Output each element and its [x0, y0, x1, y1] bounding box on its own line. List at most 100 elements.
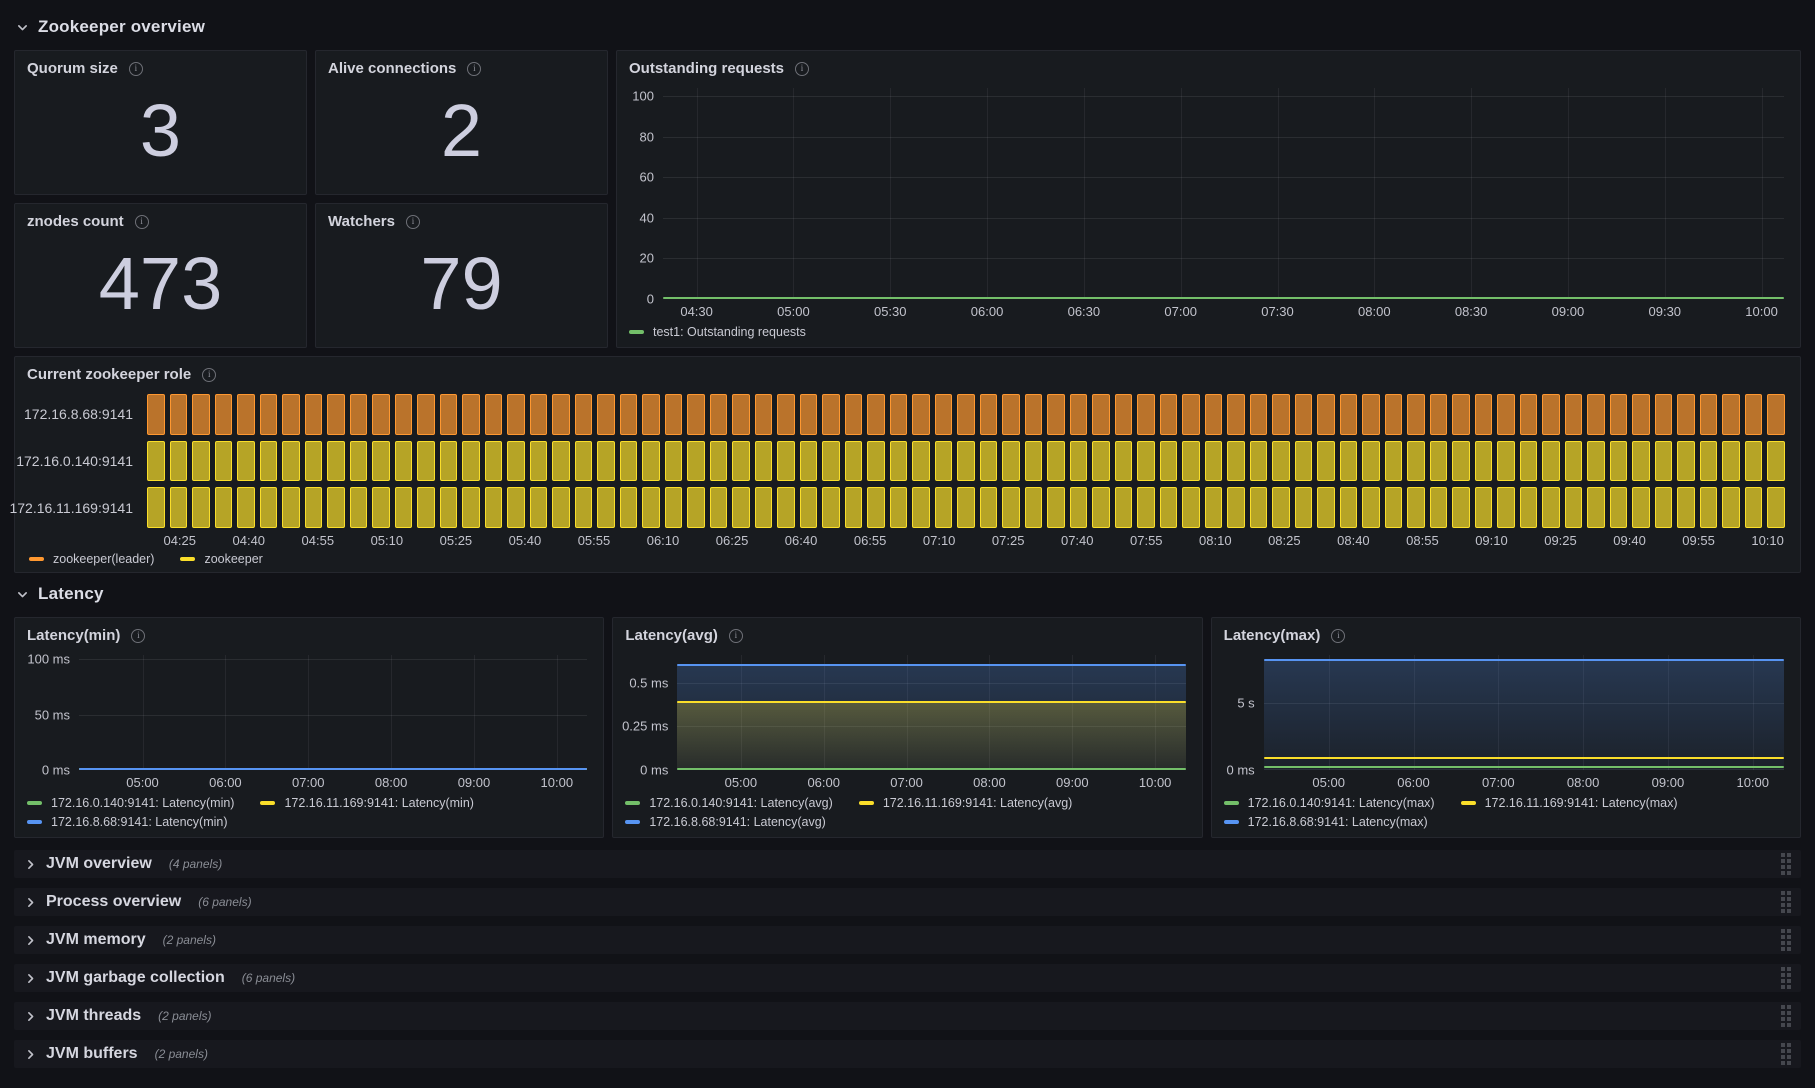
status-cell — [214, 440, 232, 482]
status-cell — [169, 440, 187, 482]
status-cell — [1677, 394, 1695, 435]
legend-item[interactable]: 172.16.11.169:9141: Latency(min) — [260, 796, 474, 810]
collapsed-section-row[interactable]: JVM threads (2 panels) — [14, 1002, 1801, 1030]
status-cells[interactable] — [147, 440, 1785, 482]
status-cell — [484, 487, 502, 529]
panel-title: Current zookeeper role — [27, 366, 192, 383]
panel-header[interactable]: Alive connections — [316, 51, 607, 80]
panel-header[interactable]: Quorum size — [15, 51, 306, 80]
plot-area[interactable] — [677, 655, 1186, 770]
status-cell — [327, 440, 345, 482]
panel-header[interactable]: znodes count — [15, 204, 306, 233]
info-icon[interactable] — [795, 61, 810, 76]
legend-item[interactable]: 172.16.11.169:9141: Latency(avg) — [858, 796, 1072, 810]
legend-item[interactable]: 172.16.8.68:9141: Latency(min) — [27, 815, 228, 829]
legend-item[interactable]: 172.16.0.140:9141: Latency(min) — [27, 796, 234, 810]
info-icon[interactable] — [1331, 628, 1346, 643]
status-cell — [597, 440, 615, 482]
collapsed-section-row[interactable]: JVM overview (4 panels) — [14, 850, 1801, 878]
grid-line-vertical — [142, 655, 144, 770]
status-cell — [777, 394, 795, 435]
plot-area[interactable] — [663, 88, 1784, 299]
legend-label: test1: Outstanding requests — [653, 325, 806, 339]
status-cell — [349, 394, 367, 435]
info-icon[interactable] — [467, 61, 482, 76]
x-tick-label: 08:10 — [1199, 533, 1232, 548]
panel-title: Watchers — [328, 213, 395, 230]
panel-header[interactable]: Watchers — [316, 204, 607, 233]
status-cell — [1654, 394, 1672, 435]
status-cell — [1542, 487, 1560, 529]
legend-item[interactable]: zookeeper(leader) — [29, 552, 154, 566]
status-cell — [1587, 487, 1605, 529]
y-tick-label: 0 ms — [640, 762, 669, 778]
section-header-latency[interactable]: Latency — [16, 581, 1801, 607]
grid-line-vertical — [225, 655, 227, 770]
grid-line-vertical — [1328, 655, 1330, 770]
legend-item[interactable]: test1: Outstanding requests — [629, 325, 806, 339]
panel-header[interactable]: Current zookeeper role — [15, 357, 1800, 386]
grid-line-vertical — [989, 655, 991, 770]
section-title: Zookeeper overview — [38, 17, 206, 36]
panel-title: Alive connections — [328, 60, 457, 77]
collapsed-section-row[interactable]: JVM memory (2 panels) — [14, 926, 1801, 954]
status-cell — [732, 394, 750, 435]
info-icon[interactable] — [405, 214, 420, 229]
drag-dot — [1787, 1005, 1791, 1009]
series-line — [663, 297, 1784, 299]
panel-header[interactable]: Outstanding requests — [617, 51, 1800, 80]
drag-handle-icon[interactable] — [1779, 1003, 1793, 1029]
collapsed-sections: JVM overview (4 panels) Process overview… — [14, 850, 1801, 1068]
status-cell — [844, 394, 862, 435]
plot-area[interactable] — [1263, 655, 1784, 770]
status-cell — [1384, 394, 1402, 435]
panel-header[interactable]: Latency(max) — [1212, 618, 1800, 647]
drag-handle-icon[interactable] — [1779, 927, 1793, 953]
section-header-zookeeper-overview[interactable]: Zookeeper overview — [16, 14, 1801, 40]
status-cell — [1159, 487, 1177, 529]
plot-area[interactable] — [79, 655, 588, 770]
drag-handle-icon[interactable] — [1779, 965, 1793, 991]
status-cell — [1227, 440, 1245, 482]
collapsed-section-row[interactable]: Process overview (6 panels) — [14, 888, 1801, 916]
legend-item[interactable]: 172.16.0.140:9141: Latency(max) — [1223, 796, 1435, 810]
drag-dot — [1787, 1023, 1791, 1027]
info-icon[interactable] — [128, 61, 143, 76]
info-icon[interactable] — [728, 628, 743, 643]
drag-handle-icon[interactable] — [1779, 851, 1793, 877]
drag-handle-icon[interactable] — [1779, 889, 1793, 915]
legend-item[interactable]: 172.16.8.68:9141: Latency(avg) — [625, 815, 826, 829]
collapsed-section-row[interactable]: JVM buffers (2 panels) — [14, 1040, 1801, 1068]
status-cell — [417, 440, 435, 482]
info-icon[interactable] — [202, 367, 217, 382]
status-cell — [462, 440, 480, 482]
legend-item[interactable]: 172.16.8.68:9141: Latency(max) — [1223, 815, 1428, 829]
y-tick-label: 0.25 ms — [622, 718, 669, 734]
collapsed-section-row[interactable]: JVM garbage collection (6 panels) — [14, 964, 1801, 992]
panel-header[interactable]: Latency(avg) — [613, 618, 1201, 647]
x-tick-label: 08:55 — [1406, 533, 1439, 548]
legend-series-dash — [27, 801, 42, 805]
status-cell — [867, 487, 885, 529]
info-icon[interactable] — [131, 628, 146, 643]
status-cell — [1114, 487, 1132, 529]
panel-header[interactable]: Latency(min) — [15, 618, 603, 647]
drag-handle-icon[interactable] — [1779, 1041, 1793, 1067]
status-cells[interactable] — [147, 487, 1785, 529]
legend-series-dash — [180, 557, 196, 561]
legend-item[interactable]: zookeeper — [180, 552, 263, 566]
status-cell — [1609, 394, 1627, 435]
status-cell — [417, 487, 435, 529]
x-tick-label: 07:00 — [1164, 304, 1197, 319]
info-icon[interactable] — [134, 214, 149, 229]
legend-row: 172.16.0.140:9141: Latency(max) 172.16.11… — [1223, 796, 1784, 810]
grid-line-vertical — [1567, 88, 1569, 299]
legend-item[interactable]: 172.16.11.169:9141: Latency(max) — [1460, 796, 1678, 810]
legend-item[interactable]: 172.16.0.140:9141: Latency(avg) — [625, 796, 833, 810]
status-cells[interactable] — [147, 394, 1785, 435]
series-area — [1263, 660, 1784, 770]
status-cell — [1519, 394, 1537, 435]
status-cell — [957, 394, 975, 435]
